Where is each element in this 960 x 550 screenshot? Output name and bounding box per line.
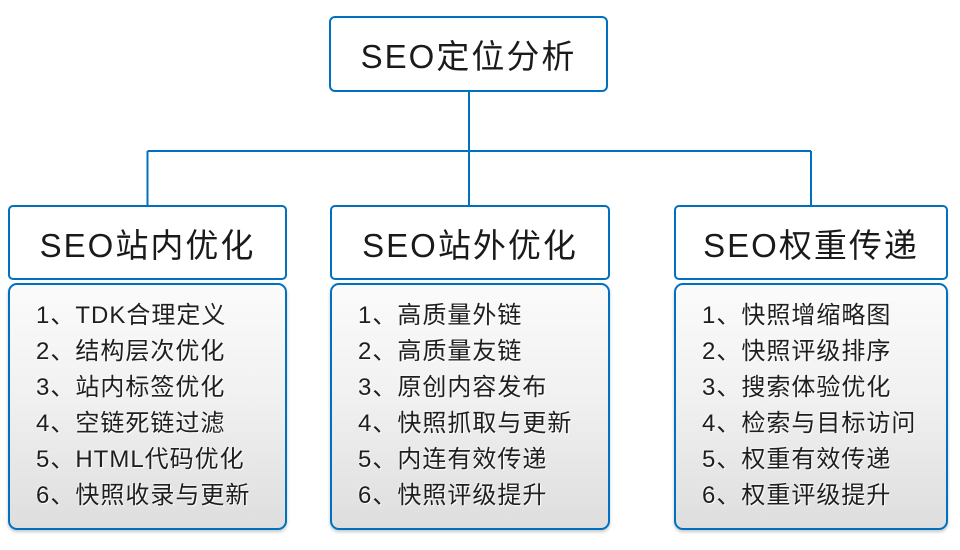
root-node: SEO定位分析: [329, 16, 608, 92]
list-item: 2、高质量友链: [358, 338, 523, 365]
list-item: 4、空链死链过滤: [36, 410, 226, 437]
list-item: 5、权重有效传递: [702, 446, 892, 473]
branch-node-offsite: SEO站外优化: [330, 205, 610, 280]
list-item: 3、站内标签优化: [36, 374, 226, 401]
list-item: 6、快照收录与更新: [36, 482, 251, 509]
list-item: 1、快照增缩略图: [702, 302, 892, 329]
list-item: 5、内连有效传递: [358, 446, 548, 473]
branch-title: SEO权重传递: [703, 226, 919, 264]
list-item: 3、搜索体验优化: [702, 374, 892, 401]
branch-title: SEO站外优化: [362, 226, 578, 264]
branch-list-offsite: 1、高质量外链 2、高质量友链 3、原创内容发布 4、快照抓取与更新 5、内连有…: [330, 283, 610, 530]
branch-list-onsite: 1、TDK合理定义 2、结构层次优化 3、站内标签优化 4、空链死链过滤 5、H…: [8, 283, 287, 530]
list-item: 2、结构层次优化: [36, 338, 226, 365]
list-item: 3、原创内容发布: [358, 374, 548, 401]
list-item: 6、权重评级提升: [702, 482, 892, 509]
root-node-title: SEO定位分析: [360, 38, 577, 75]
list-item: 1、TDK合理定义: [36, 302, 227, 329]
list-item: 4、快照抓取与更新: [358, 410, 573, 437]
list-item: 4、检索与目标访问: [702, 410, 917, 437]
branch-list-weight: 1、快照增缩略图 2、快照评级排序 3、搜索体验优化 4、检索与目标访问 5、权…: [674, 283, 948, 530]
tree-connector-path: [146, 92, 812, 205]
list-item: 6、快照评级提升: [358, 482, 548, 509]
branch-title: SEO站内优化: [39, 226, 256, 264]
branch-node-onsite: SEO站内优化: [8, 205, 287, 280]
branch-node-weight: SEO权重传递: [674, 205, 948, 280]
list-item: 2、快照评级排序: [702, 338, 892, 365]
list-item: 5、HTML代码优化: [36, 446, 245, 473]
list-item: 1、高质量外链: [358, 302, 523, 329]
